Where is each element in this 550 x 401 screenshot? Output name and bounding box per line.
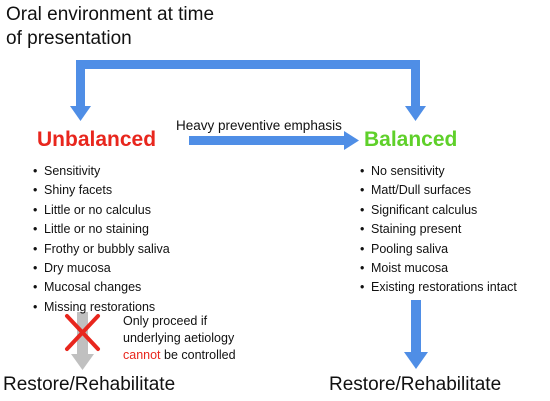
list-item: Significant calculus — [360, 201, 517, 221]
outcome-right: Restore/Rehabilitate — [329, 374, 502, 395]
preventive-emphasis-arrow — [189, 131, 359, 150]
note-line-3: cannot be controlled — [123, 347, 283, 364]
list-item: Pooling saliva — [360, 240, 517, 260]
list-item: Little or no staining — [33, 220, 170, 240]
note-line-1: Only proceed if — [123, 314, 208, 328]
list-item: Mucosal changes — [33, 278, 170, 298]
list-item: Moist mucosa — [360, 259, 517, 279]
preventive-emphasis-label: Heavy preventive emphasis — [176, 118, 342, 133]
diagram-title: Oral environment at time of presentation — [6, 4, 215, 49]
balanced-heading: Balanced — [364, 128, 458, 151]
unbalanced-heading: Unbalanced — [37, 128, 157, 151]
balanced-down-arrow — [404, 300, 428, 369]
list-item: Frothy or bubbly saliva — [33, 240, 170, 260]
list-item: Missing restorations — [33, 298, 170, 318]
outcome-left: Restore/Rehabilitate — [3, 374, 176, 395]
list-item: No sensitivity — [360, 162, 517, 182]
proceed-condition-note: Only proceed if underlying aetiology can… — [123, 313, 283, 364]
list-item: Little or no calculus — [33, 201, 170, 221]
list-item: Matt/Dull surfaces — [360, 181, 517, 201]
cross-icon — [65, 314, 100, 351]
cannot-word: cannot — [123, 348, 161, 362]
list-item: Dry mucosa — [33, 259, 170, 279]
list-item: Shiny facets — [33, 181, 170, 201]
split-connector-arrow — [70, 60, 426, 121]
list-item: Existing restorations intact — [360, 278, 517, 298]
list-item: Staining present — [360, 220, 517, 240]
note-line-2: underlying aetiology — [123, 331, 235, 345]
unbalanced-signs-list: Sensitivity Shiny facets Little or no ca… — [33, 162, 170, 318]
balanced-signs-list: No sensitivity Matt/Dull surfaces Signif… — [360, 162, 517, 298]
list-item: Sensitivity — [33, 162, 170, 182]
note-line-3-rest: be controlled — [160, 348, 236, 362]
